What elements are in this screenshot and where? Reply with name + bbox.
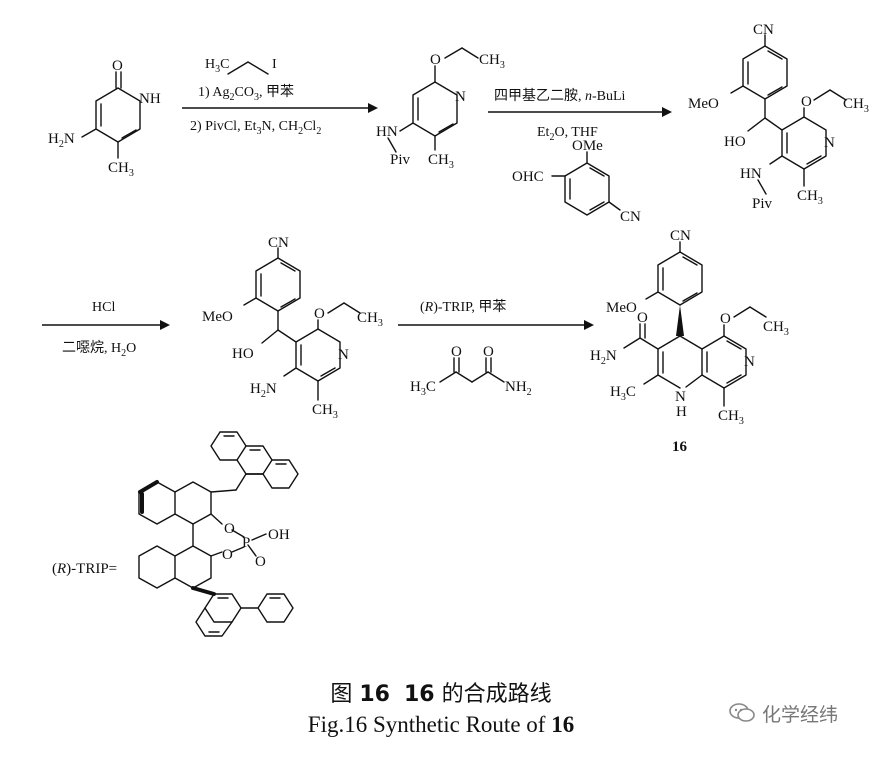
svg-text:CH3: CH3: [763, 319, 789, 338]
svg-text:O: O: [483, 344, 494, 360]
svg-text:O: O: [314, 306, 325, 322]
caption-chinese: 图 16 16 的合成路线: [330, 682, 552, 707]
svg-text:MeO: MeO: [606, 300, 637, 316]
svg-text:NH2: NH2: [505, 379, 532, 398]
svg-text:O: O: [255, 554, 266, 570]
compound-number: 16: [672, 439, 688, 455]
atom-CH3: CH3: [108, 160, 134, 179]
reaction-arrow-3: HCl 二噁烷, H2O: [42, 300, 170, 359]
svg-text:二噁烷, H2O: 二噁烷, H2O: [62, 340, 136, 359]
svg-text:CN: CN: [268, 235, 289, 251]
svg-text:Piv: Piv: [752, 196, 773, 212]
reaction-arrow-4: (R)-TRIP, 甲苯 O O H3C NH2: [398, 298, 594, 398]
svg-text:OH: OH: [268, 527, 290, 543]
svg-text:(R)-TRIP, 甲苯: (R)-TRIP, 甲苯: [420, 298, 506, 315]
svg-text:I: I: [272, 57, 277, 72]
atom-H2N: H2N: [48, 131, 75, 150]
reaction-arrow-1: H3C I 1) Ag2CO3, 甲苯 2) PivCl, Et3N, CH2C…: [182, 57, 378, 137]
svg-text:O: O: [222, 547, 233, 563]
svg-text:O: O: [224, 521, 235, 537]
svg-text:OMe: OMe: [572, 138, 603, 154]
svg-text:CN: CN: [620, 209, 641, 225]
reaction-arrow-2: 四甲基乙二胺, n-BuLi Et2O, THF OMe OHC CN: [488, 87, 672, 225]
svg-text:H: H: [676, 404, 687, 420]
svg-text:O: O: [451, 344, 462, 360]
atom-O: O: [112, 58, 123, 74]
svg-text:H3C: H3C: [610, 384, 636, 403]
svg-text:HO: HO: [724, 134, 746, 150]
svg-text:1) Ag2CO3, 甲苯: 1) Ag2CO3, 甲苯: [198, 83, 294, 103]
svg-text:O: O: [430, 52, 441, 68]
svg-text:HN: HN: [740, 166, 762, 182]
svg-text:N: N: [338, 347, 349, 363]
svg-text:Et2O, THF: Et2O, THF: [537, 125, 598, 143]
svg-text:N: N: [824, 135, 835, 151]
svg-text:HN: HN: [376, 124, 398, 140]
svg-text:O: O: [801, 94, 812, 110]
svg-text:H2N: H2N: [590, 348, 617, 367]
trip-catalyst: (R)-TRIP= O P OH O O: [52, 431, 299, 637]
compound-16-structure: CN MeO O H2N O CH3 N H3C N H CH3 16: [590, 228, 789, 455]
carbinol-piv: CN MeO HO O CH3 N HN Piv CH3: [688, 22, 869, 212]
svg-text:H3C: H3C: [410, 379, 436, 398]
svg-text:CH3: CH3: [357, 310, 383, 329]
svg-text:CH3: CH3: [843, 96, 869, 115]
svg-text:HCl: HCl: [92, 300, 115, 315]
svg-text:P: P: [242, 535, 250, 551]
svg-text:CH3: CH3: [797, 188, 823, 207]
ethoxypyridine-piv: O CH3 N HN Piv CH3: [376, 47, 505, 171]
trip-label: (R)-TRIP=: [52, 561, 117, 577]
svg-text:H3C: H3C: [205, 57, 229, 75]
watermark-text: 化学经纬: [762, 703, 839, 726]
caption-english: Fig.16 Synthetic Route of 16: [307, 712, 575, 737]
svg-text:CN: CN: [670, 228, 691, 244]
svg-text:MeO: MeO: [688, 96, 719, 112]
svg-text:H2N: H2N: [250, 381, 277, 400]
svg-text:N: N: [675, 389, 686, 405]
svg-text:2) PivCl, Et3N, CH2Cl2: 2) PivCl, Et3N, CH2Cl2: [190, 119, 321, 137]
svg-text:MeO: MeO: [202, 309, 233, 325]
svg-text:O: O: [637, 310, 648, 326]
svg-text:CH3: CH3: [428, 152, 454, 171]
svg-text:HO: HO: [232, 346, 254, 362]
wechat-icon: [729, 703, 755, 722]
watermark: 化学经纬: [728, 698, 874, 728]
svg-text:CH3: CH3: [312, 402, 338, 421]
svg-text:CH3: CH3: [479, 52, 505, 71]
svg-text:O: O: [720, 311, 731, 327]
starting-pyridinone: O NH H2N CH3: [48, 58, 161, 179]
atom-NH: NH: [139, 91, 161, 107]
svg-text:N: N: [455, 89, 466, 105]
svg-text:四甲基乙二胺, n-BuLi: 四甲基乙二胺, n-BuLi: [494, 87, 626, 104]
svg-text:CN: CN: [753, 22, 774, 38]
svg-text:N: N: [744, 354, 755, 370]
svg-text:Piv: Piv: [390, 152, 411, 168]
amino-carbinol: CN MeO HO O CH3 N H2N CH3: [202, 235, 383, 421]
svg-text:CH3: CH3: [718, 408, 744, 427]
svg-text:OHC: OHC: [512, 169, 544, 185]
